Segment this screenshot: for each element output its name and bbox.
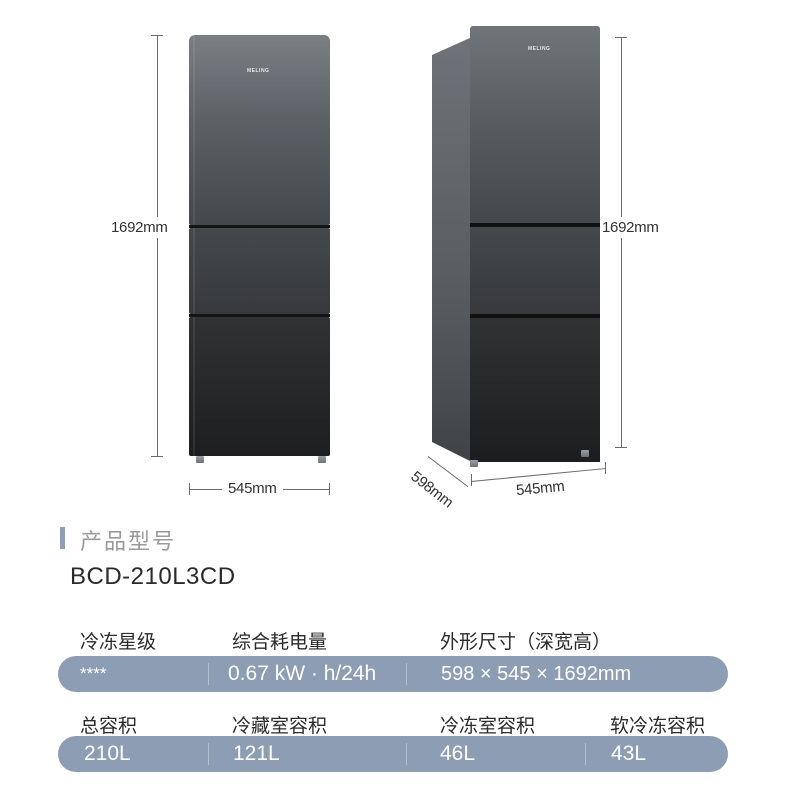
spec-label-fridge-capacity: 冷藏室容积 [232,716,328,737]
front-width-label: 545mm [222,480,283,497]
fridge-front-image: MELING [189,35,330,456]
spec-value-soft-freeze-capacity: 43L [611,742,647,765]
spec-label-dimensions: 外形尺寸（深宽高） [440,632,612,653]
width-dim-right-tick [329,483,330,495]
fridge-top-door: MELING [470,26,600,223]
height-dim-bottom-tick [151,456,163,457]
divider [585,743,586,765]
divider [208,743,209,765]
door-gap [470,314,600,318]
model-number: BCD-210L3CD [70,563,236,590]
door-gap [470,223,600,227]
fridge-middle-drawer [470,227,600,314]
persp-width-dim-left-tick [471,474,472,486]
spec-value-freezer-rating: **** [80,664,107,683]
fridge-top-door: MELING [189,35,330,225]
spec-value-total-capacity: 210L [84,742,131,765]
persp-height-label: 1692mm [602,217,659,238]
divider [208,663,209,685]
persp-depth-label: 598mm [407,468,457,512]
brand-logo: MELING [247,68,270,74]
fridge-middle-drawer [189,228,330,314]
brand-logo: MELING [528,46,551,52]
spec-label-power-consumption: 综合耗电量 [232,632,328,653]
height-dim-line [621,37,622,447]
fridge-foot [581,450,589,457]
divider [406,663,407,685]
fridge-side-panel [432,37,472,462]
door-gap [189,314,330,317]
fridge-foot [470,460,478,467]
divider [406,743,407,765]
spec-value-power-consumption: 0.67 kW · h/24h [228,662,377,685]
spec-values-row-1: **** 0.67 kW · h/24h 598 × 545 × 1692mm [58,656,728,692]
spec-values-row-2: 210L 121L 46L 43L [58,736,728,772]
spec-value-dimensions: 598 × 545 × 1692mm [441,663,632,685]
fridge-foot [196,456,204,463]
spec-label-soft-freeze-capacity: 软冷冻容积 [610,716,706,737]
fridge-perspective-image: MELING [470,26,600,462]
spec-value-fridge-capacity: 121L [233,742,280,765]
front-height-label: 1692mm [111,217,168,238]
persp-width-label: 545mm [515,477,566,500]
height-dim-bottom-tick [615,447,627,448]
door-gap [189,225,330,228]
persp-width-dim-right-tick [605,462,606,474]
spec-label-freezer-capacity: 冷冻室容积 [440,716,536,737]
section-accent-bar [60,527,65,549]
fridge-foot [318,456,326,463]
height-dim-line [157,35,158,456]
fridge-bottom-drawer [189,317,330,456]
section-title: 产品型号 [80,529,177,554]
spec-value-freezer-capacity: 46L [440,742,476,765]
spec-label-freezer-rating: 冷冻星级 [80,632,157,653]
spec-label-total-capacity: 总容积 [80,716,138,737]
fridge-bottom-drawer [470,318,600,462]
